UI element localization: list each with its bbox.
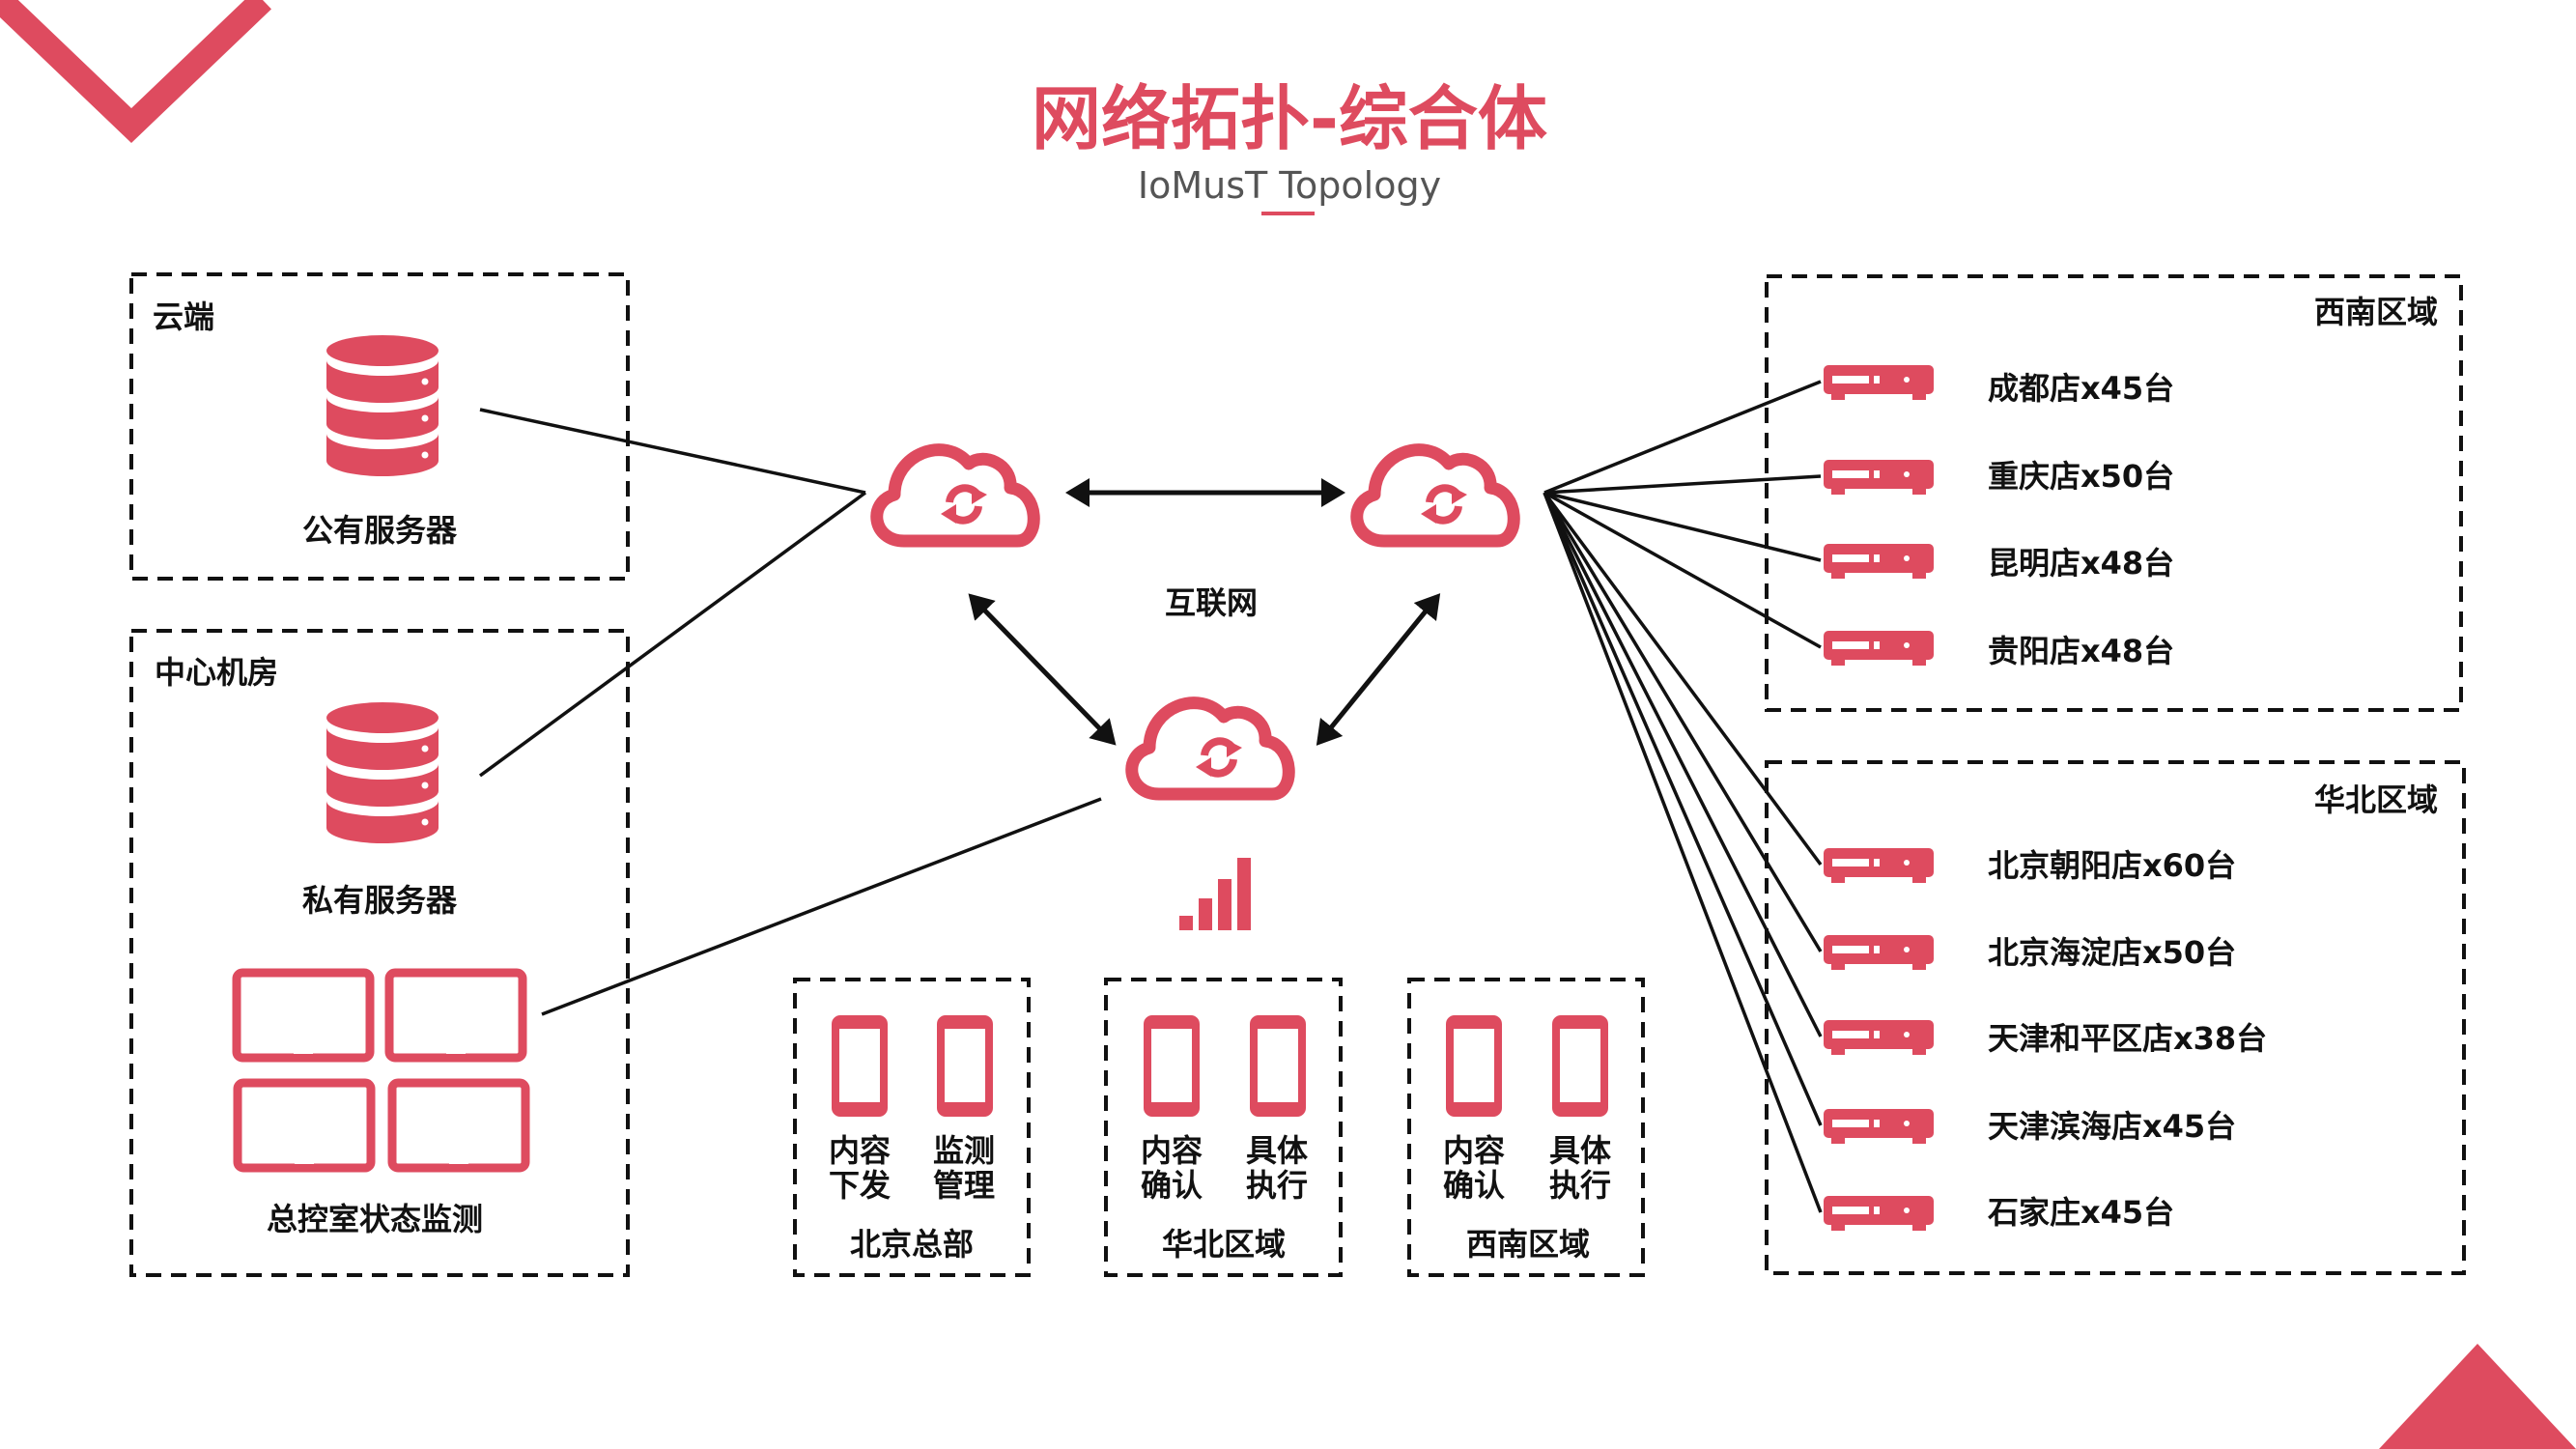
phone-icon	[835, 1019, 884, 1113]
mobile-group-southwest: 内容 确认 具体 执行 西南区域	[1443, 1019, 1611, 1263]
database-icon	[326, 335, 439, 476]
page-title: 网络拓扑-综合体	[1032, 78, 1547, 159]
internet-arrows	[968, 478, 1441, 746]
device-label: 执行	[1549, 1167, 1611, 1204]
device-label: 执行	[1246, 1167, 1308, 1204]
north-region-label: 华北区域	[2314, 781, 2438, 818]
corner-triangle-decoration	[2379, 1344, 2576, 1449]
server-icon	[1824, 365, 1934, 400]
server-icon	[1824, 935, 1934, 970]
monitor-room-label: 总控室状态监测	[267, 1201, 483, 1237]
mobile-group-beijing: 内容 下发 监测 管理 北京总部	[829, 1019, 995, 1263]
device-label: 具体	[1246, 1132, 1308, 1169]
store-label: 重庆店x50台	[1988, 458, 2174, 495]
group-label: 北京总部	[850, 1226, 974, 1263]
phone-icon	[1556, 1019, 1604, 1113]
device-label: 确认	[1141, 1167, 1203, 1204]
store-label: 北京海淀店x50台	[1988, 934, 2236, 971]
group-label: 华北区域	[1162, 1226, 1286, 1263]
tablet-icon	[392, 1083, 525, 1168]
mobile-group-north: 内容 确认 具体 执行 华北区域	[1141, 1019, 1308, 1263]
server-icon	[1824, 631, 1934, 666]
server-icon	[1824, 1196, 1934, 1231]
group-label: 西南区域	[1466, 1226, 1590, 1263]
server-icon	[1824, 1109, 1934, 1144]
signal-icon	[1179, 858, 1251, 930]
device-label: 具体	[1549, 1132, 1611, 1169]
tablet-icon	[389, 973, 523, 1058]
private-server-label: 私有服务器	[302, 882, 458, 919]
server-icon	[1824, 848, 1934, 883]
corner-chevron-decoration	[0, 0, 271, 143]
phone-icon	[941, 1019, 989, 1113]
mobile-box-beijing	[793, 978, 1031, 1277]
tablet-icon	[237, 973, 370, 1058]
cloud-zone-label: 云端	[153, 298, 214, 335]
store-label: 昆明店x48台	[1988, 545, 2174, 582]
cloud-sync-icon	[877, 450, 1033, 541]
store-label: 贵阳店x48台	[1988, 633, 2174, 669]
cloud-sync-icon	[1357, 450, 1514, 541]
southwest-box	[1765, 274, 2463, 712]
server-icon	[1824, 1020, 1934, 1055]
device-label: 内容	[1443, 1132, 1505, 1169]
store-label: 天津滨海店x45台	[1988, 1108, 2236, 1145]
public-server-label: 公有服务器	[302, 512, 458, 549]
phone-icon	[1147, 1019, 1196, 1113]
phone-icon	[1254, 1019, 1302, 1113]
device-label: 内容	[829, 1132, 891, 1169]
cloud-sync-icon	[1132, 703, 1288, 794]
device-label: 内容	[1141, 1132, 1203, 1169]
mobile-box-southwest	[1407, 978, 1645, 1277]
southwest-region-label: 西南区域	[2314, 294, 2438, 330]
store-label: 石家庄x45台	[1987, 1194, 2174, 1231]
north-box	[1765, 760, 2466, 1275]
device-label: 监测	[933, 1132, 995, 1169]
device-label: 确认	[1443, 1167, 1505, 1204]
device-label: 下发	[829, 1167, 891, 1204]
connection-lines	[478, 380, 1823, 1213]
store-label: 成都店x45台	[1988, 370, 2174, 407]
mobile-box-north	[1104, 978, 1343, 1277]
datacenter-label: 中心机房	[155, 654, 278, 691]
database-icon	[326, 702, 439, 843]
device-label: 管理	[933, 1167, 995, 1204]
server-icon	[1824, 544, 1934, 579]
store-label: 北京朝阳店x60台	[1988, 847, 2236, 884]
page-subtitle: IoMusT Topology	[1138, 164, 1441, 207]
phone-icon	[1450, 1019, 1498, 1113]
server-icon	[1824, 460, 1934, 495]
tablet-icon	[238, 1083, 371, 1168]
store-label: 天津和平区店x38台	[1988, 1020, 2267, 1057]
internet-label: 互联网	[1165, 584, 1258, 621]
datacenter-box	[129, 629, 630, 1277]
